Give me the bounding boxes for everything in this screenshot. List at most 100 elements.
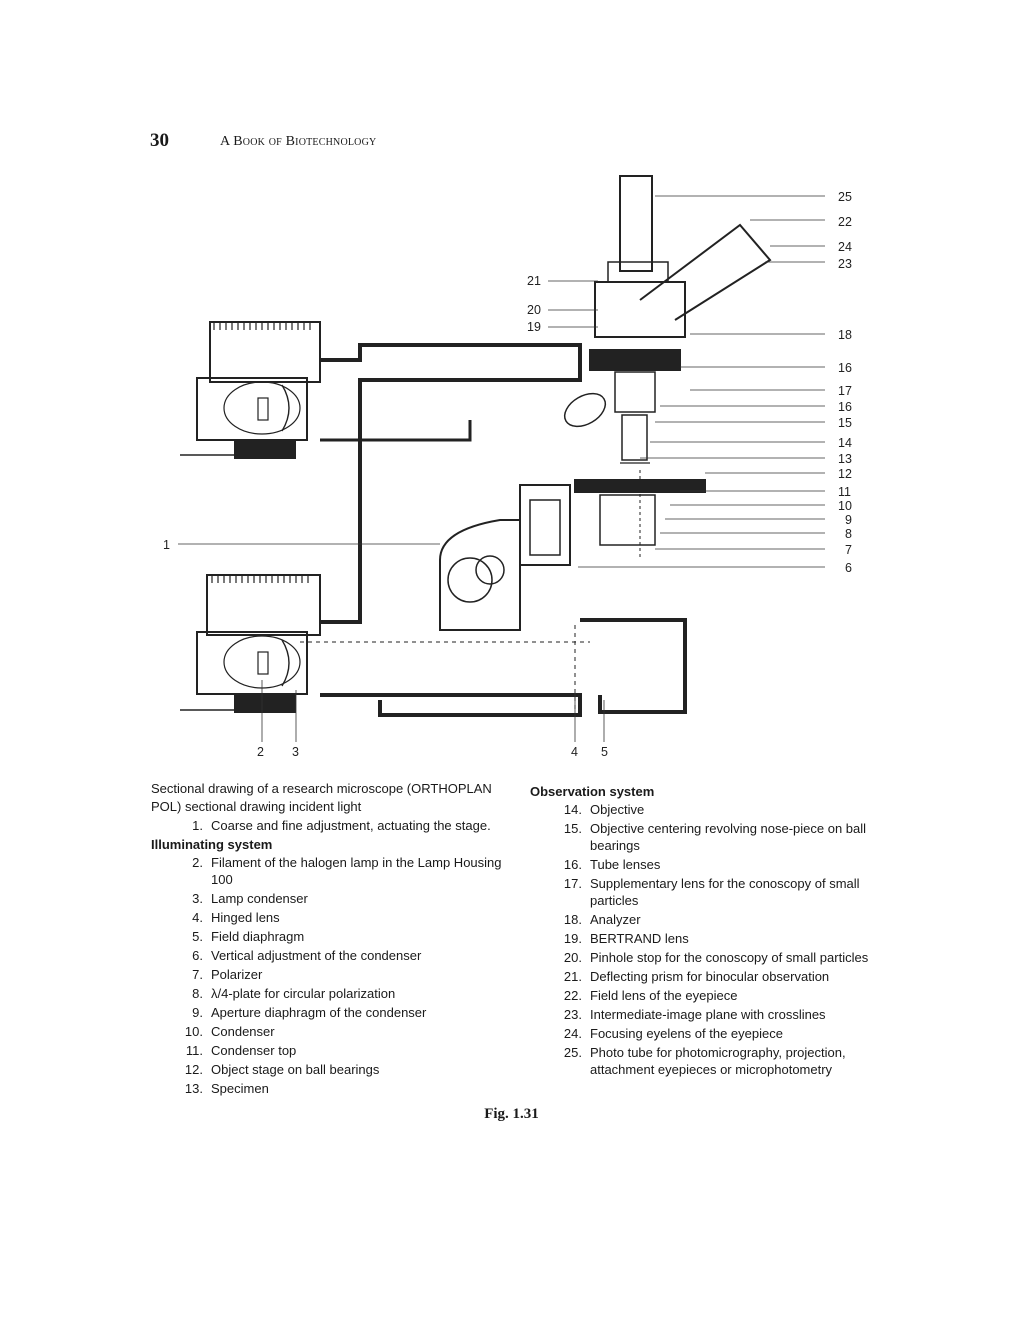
microscope-stand <box>320 343 582 624</box>
item-text: Field lens of the eyepiece <box>590 988 738 1003</box>
list-item: 18. Analyzer <box>530 911 872 928</box>
item-text: Field diaphragm <box>211 929 305 944</box>
caption-intro: Sectional drawing of a research microsco… <box>151 781 492 814</box>
list-item: 16.Tube lenses <box>530 856 872 873</box>
page-number: 30 <box>150 130 169 151</box>
item-text: Pinhole stop for the conoscopy of small … <box>590 950 869 965</box>
item-number: 15. <box>563 821 582 836</box>
microscope-sectional-drawing: 25 22 24 23 18 16 17 16 15 14 13 12 11 1… <box>163 175 852 759</box>
item-number: 14. <box>563 802 582 817</box>
callout-18: 18 <box>838 328 852 342</box>
item-text: BERTRAND lens <box>590 931 689 946</box>
callout-3: 3 <box>292 745 299 759</box>
item-text: Hinged lens <box>211 910 280 925</box>
callout-6: 6 <box>845 561 852 575</box>
item-number: 23. <box>563 1007 582 1022</box>
list-item: 10. Condenser <box>151 1023 513 1040</box>
list-item: 12. Object stage on ball bearings <box>151 1061 513 1078</box>
callout-1: 1 <box>163 538 170 552</box>
photo-tube <box>619 175 653 272</box>
list-item: 2.Filament of the halogen lamp in the La… <box>151 854 513 888</box>
item-number: 20. <box>563 950 582 965</box>
item-text: Supplementary lens for the conoscopy of … <box>590 876 860 908</box>
callout-12: 12 <box>838 467 852 481</box>
list-item: 5.Field diaphragm <box>151 928 513 945</box>
binocular-eyepiece <box>639 223 772 321</box>
item-text: Objective centering revolving nose-piece… <box>590 821 867 853</box>
list-item: 14. Objective <box>530 801 872 818</box>
item-text: Condenser top <box>211 1043 297 1058</box>
observation-heading: Observation system <box>530 784 655 799</box>
list-item: 17. Supplementary lens for the conoscopy … <box>530 875 872 909</box>
list-item: 9. Aperture diaphragm of the condenser <box>151 1004 513 1021</box>
list-item: 23. Intermediate-image plane with crossli… <box>530 1006 872 1023</box>
callout-2: 2 <box>257 745 264 759</box>
callout-8: 8 <box>845 527 852 541</box>
item-number: 13. <box>184 1081 203 1096</box>
item-text: Deflecting prism for binocular observati… <box>590 969 830 984</box>
illuminating-heading: Illuminating system <box>151 837 273 852</box>
callout-4: 4 <box>571 745 578 759</box>
item-text: Condenser <box>211 1024 275 1039</box>
list-item: 19. BERTRAND lens <box>530 930 872 947</box>
callout-14: 14 <box>838 436 852 450</box>
item-number: 19. <box>563 931 582 946</box>
upper-lamp-housing <box>209 321 321 383</box>
callout-7: 7 <box>845 543 852 557</box>
item-number: 1. <box>192 818 203 833</box>
item-text: Analyzer <box>590 912 641 927</box>
list-item: 24.Focusing eyelens of the eyepiece <box>530 1025 872 1042</box>
callout-10: 10 <box>838 499 852 513</box>
item-number: 2. <box>192 855 203 870</box>
item-number: 4. <box>192 910 203 925</box>
callout-9: 9 <box>845 513 852 527</box>
list-item: 22. Field lens of the eyepiece <box>530 987 872 1004</box>
item-text: Photo tube for photomicrography, project… <box>590 1045 846 1077</box>
list-item: 15. Objective centering revolving nose-pi… <box>530 820 872 854</box>
item-number: 12. <box>184 1062 203 1077</box>
callout-23: 23 <box>838 257 852 271</box>
item-text: Polarizer <box>211 967 263 982</box>
item-text: Specimen <box>211 1081 269 1096</box>
list-item: 3. Lamp condenser <box>151 890 513 907</box>
caption-left-column: Sectional drawing of a research microsco… <box>151 780 513 1099</box>
list-item: 25.Photo tube for photomicrography, proj… <box>530 1044 872 1078</box>
list-item: 13. Specimen <box>151 1080 513 1097</box>
caption-right-column: Observation system 14. Objective 15. Objec… <box>530 783 872 1080</box>
callout-16a: 16 <box>838 361 852 375</box>
callout-15: 15 <box>838 416 852 430</box>
item-number: 21. <box>563 969 582 984</box>
callout-19: 19 <box>527 320 541 334</box>
item-text: Focusing eyelens of the eyepiece <box>590 1026 783 1041</box>
item-text: Objective <box>590 802 645 817</box>
callout-13: 13 <box>838 452 852 466</box>
list-item: 4. Hinged lens <box>151 909 513 926</box>
list-item: 7. Polarizer <box>151 966 513 983</box>
item-text: Object stage on ball bearings <box>211 1062 380 1077</box>
list-item: 6.Vertical adjustment of the condenser <box>151 947 513 964</box>
item-number: 11. <box>185 1043 203 1058</box>
item-number: 7. <box>192 967 203 982</box>
item-number: 9. <box>192 1005 203 1020</box>
item-text: Coarse and fine adjustment, actuating th… <box>211 818 491 833</box>
list-item: 11. Condenser top <box>151 1042 513 1059</box>
item-number: 6. <box>192 948 203 963</box>
illuminating-list: 2.Filament of the halogen lamp in the La… <box>151 854 513 1097</box>
item-text: Aperture diaphragm of the condenser <box>211 1005 427 1020</box>
callout-17: 17 <box>838 384 852 398</box>
item-number: 17. <box>563 876 582 891</box>
lower-lamp-housing <box>206 574 321 636</box>
item-number: 18. <box>563 912 582 927</box>
list-item: 8.λ/4-plate for circular polarization <box>151 985 513 1002</box>
item-text: Intermediate-image plane with crosslines <box>590 1007 826 1022</box>
item-number: 3. <box>192 891 203 906</box>
callout-5: 5 <box>601 745 608 759</box>
list-item: 1. Coarse and fine adjustment, actuating… <box>151 817 513 834</box>
item-number: 22. <box>563 988 582 1003</box>
callout-24: 24 <box>838 240 852 254</box>
callout-20: 20 <box>527 303 541 317</box>
running-title: A Book of Biotechnology <box>220 134 377 149</box>
item-number: 10. <box>184 1024 203 1039</box>
list-item: 21. Deflecting prism for binocular observ… <box>530 968 872 985</box>
item-text: Lamp condenser <box>211 891 308 906</box>
